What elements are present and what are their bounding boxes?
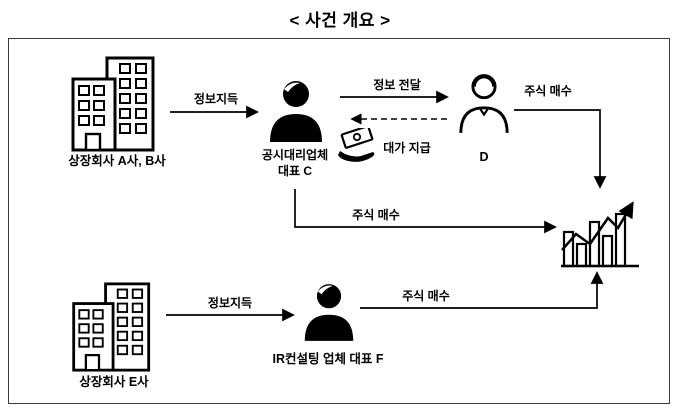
companies-ab-label: 상장회사 A사, B사 — [68, 154, 166, 168]
edge-label-d-to-c: 대가 지급 — [383, 141, 431, 155]
rep-c-label-line1: 공시대리업체 — [261, 148, 329, 162]
arrow-c-to-chart — [294, 189, 557, 234]
edge-label-d-to-chart: 주식 매수 — [524, 84, 572, 98]
diagram-title: < 사건 개요 > — [289, 11, 391, 30]
edge-label-c-to-d: 정보 전달 — [373, 78, 421, 92]
rep-c-label: 공시대리업체 대표 C — [250, 148, 340, 179]
hair-cap — [472, 75, 496, 87]
arrow-d-to-chart — [514, 109, 607, 189]
building-ab-icon — [71, 56, 155, 152]
person-c-icon — [270, 81, 322, 142]
edge-label-c-to-chart: 주식 매수 — [352, 208, 400, 222]
edge-label-e-to-f: 정보지득 — [207, 296, 253, 310]
hair-highlight — [317, 285, 333, 295]
person-d-icon — [459, 74, 509, 133]
chart-trend-arrow — [561, 201, 634, 251]
person-f-icon — [304, 284, 354, 341]
hair-highlight — [284, 82, 300, 92]
building-left — [71, 77, 117, 152]
diagram-border — [8, 38, 670, 404]
stock-chart-icon — [561, 201, 639, 268]
rep-c-label-line2: 대표 C — [277, 163, 313, 178]
edge-label-ab-to-c: 정보지득 — [193, 92, 239, 106]
building-left — [72, 302, 115, 372]
arrow-f-to-chart — [360, 271, 604, 309]
chart-bars — [562, 212, 627, 268]
building-e-icon — [72, 282, 151, 372]
rep-f-label: IR컨설팅 업체 대표 F — [272, 352, 384, 366]
companies-e-label: 상장회사 E사 — [79, 375, 149, 389]
banknote — [340, 128, 374, 149]
money-icon — [338, 128, 375, 162]
hand — [338, 151, 375, 162]
collar — [479, 108, 489, 117]
person-d-label: D — [479, 150, 489, 164]
edge-label-f-to-chart: 주식 매수 — [402, 289, 450, 303]
